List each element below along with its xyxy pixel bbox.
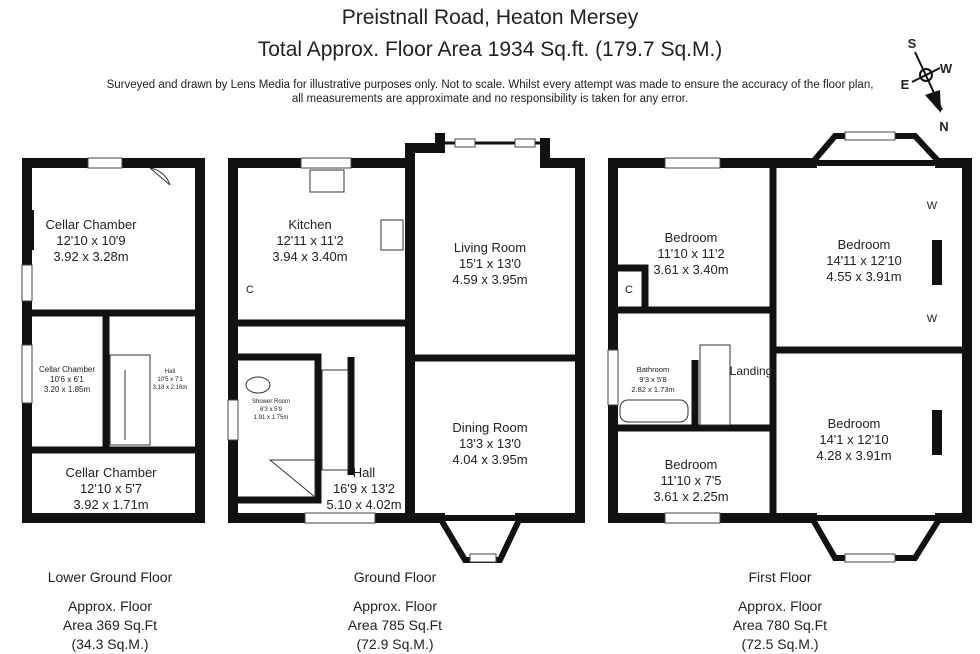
- floor-area-line: Area 369 Sq.Ft: [62, 617, 158, 633]
- room-size-imperial: 12'10 x 10'9: [56, 233, 125, 248]
- hob: [380, 219, 404, 251]
- floor-area-line: (72.9 Sq.M.): [356, 636, 434, 652]
- room-size-imperial: 14'11 x 12'10: [826, 253, 902, 268]
- room-size-metric: 5.10 x 4.02m: [326, 497, 401, 512]
- floor-area-line: Area 785 Sq.Ft: [347, 617, 443, 633]
- room-size-metric: 3.92 x 1.71m: [73, 497, 148, 512]
- room-size-metric: 1.91 x 1.75m: [254, 415, 289, 421]
- room-size-imperial: 11'10 x 11'2: [657, 246, 724, 261]
- room-size-imperial: 10'5 x 7'1: [157, 377, 183, 383]
- floor-area-line: Approx. Floor: [737, 598, 823, 614]
- room-size-metric: 4.28 x 3.91m: [816, 448, 891, 463]
- bath: [619, 399, 689, 423]
- room-size-metric: 2.82 x 1.73m: [631, 385, 674, 394]
- window: [21, 264, 33, 302]
- room-name: Bedroom: [665, 230, 718, 245]
- room-name: Bedroom: [838, 237, 891, 252]
- floor-area-line: Area 780 Sq.Ft: [732, 617, 828, 633]
- floor-label-ground: Ground Floor Approx. Floor Area 785 Sq.F…: [295, 568, 495, 654]
- room-size-imperial: 6'3 x 5'9: [260, 407, 283, 413]
- compass-west: W: [940, 61, 953, 76]
- compass-east: E: [901, 77, 910, 92]
- property-address: Preistnall Road, Heaton Mersey: [341, 6, 639, 29]
- room-size-imperial: 15'1 x 13'0: [459, 256, 521, 271]
- first-floor-plan: C W W Bedroom 11'10 x 11'2 3.61 x 3.40m …: [607, 131, 972, 563]
- room-name: Bathroom: [637, 365, 670, 374]
- compass-south: S: [908, 36, 917, 51]
- wardrobe-label: W: [927, 313, 938, 325]
- room-name: Cellar Chamber: [45, 217, 137, 232]
- bay-window: [806, 515, 946, 561]
- room-size-metric: 3.20 x 1.85m: [44, 385, 91, 394]
- floor-label-lower-ground: Lower Ground Floor Approx. Floor Area 36…: [10, 568, 210, 654]
- sink: [309, 169, 345, 193]
- room-size-metric: 3.92 x 3.28m: [53, 249, 128, 264]
- room-size-metric: 3.94 x 3.40m: [272, 249, 347, 264]
- room-size-imperial: 14'1 x 12'10: [819, 432, 888, 447]
- wardrobe-label: W: [927, 200, 938, 212]
- bay-window: [805, 133, 947, 166]
- room-size-imperial: 13'3 x 13'0: [459, 436, 521, 451]
- room-name: Bedroom: [665, 457, 718, 472]
- window: [87, 157, 123, 169]
- floor-name: First Floor: [748, 569, 812, 585]
- window: [21, 344, 33, 404]
- room-size-imperial: 9'3 x 5'8: [639, 375, 666, 384]
- room-name: Cellar Chamber: [39, 365, 95, 374]
- floor-name: Lower Ground Floor: [47, 569, 173, 585]
- bay-window: [434, 515, 525, 563]
- floor-name: Ground Floor: [353, 569, 437, 585]
- room-name: Bedroom: [828, 416, 881, 431]
- room-size-imperial: 12'10 x 5'7: [80, 481, 142, 496]
- room-name: Cellar Chamber: [65, 465, 157, 480]
- room-size-metric: 3.61 x 3.40m: [653, 262, 728, 277]
- room-size-imperial: 10'6 x 6'1: [50, 375, 84, 384]
- floor-area-line: Approx. Floor: [352, 598, 438, 614]
- cupboard-label: C: [246, 284, 254, 296]
- cupboard-label: C: [625, 284, 633, 296]
- room-size-metric: 3.61 x 2.25m: [653, 489, 728, 504]
- disclaimer-line-1: Surveyed and drawn by Lens Media for ill…: [106, 79, 874, 91]
- room-size-imperial: 12'11 x 11'2: [276, 233, 343, 248]
- room-name: Hall: [353, 465, 376, 480]
- compass-north: N: [939, 119, 948, 134]
- total-floor-area: Total Approx. Floor Area 1934 Sq.ft. (17…: [257, 38, 723, 61]
- room-name: Kitchen: [288, 217, 331, 232]
- room-size-metric: 3.18 x 2.16m: [153, 385, 188, 391]
- floor-area-line: Approx. Floor: [67, 598, 153, 614]
- floor-area-line: (72.5 Sq.M.): [741, 636, 819, 652]
- room-size-metric: 4.59 x 3.95m: [452, 272, 527, 287]
- room-name: Living Room: [454, 240, 526, 255]
- room-name: Landing: [730, 364, 773, 378]
- compass-icon: S W E N: [901, 36, 953, 134]
- room-size-metric: 4.04 x 3.95m: [452, 452, 527, 467]
- disclaimer: Surveyed and drawn by Lens Media for ill…: [0, 78, 980, 106]
- floor-area-line: (34.3 Sq.M.): [71, 636, 149, 652]
- room-name: Shower Room: [252, 399, 290, 405]
- lower-ground-floor-plan: Cellar Chamber 12'10 x 10'9 3.92 x 3.28m…: [21, 157, 205, 523]
- room-size-imperial: 11'10 x 7'5: [660, 473, 721, 488]
- room-size-imperial: 16'9 x 13'2: [333, 481, 395, 496]
- room-size-metric: 4.55 x 3.91m: [826, 269, 901, 284]
- room-name: Dining Room: [452, 420, 527, 435]
- room-name: Hall: [165, 369, 175, 375]
- disclaimer-line-2: all measurements are approximate and no …: [291, 93, 689, 105]
- ground-floor-plan: C Kitchen 12'11 x 11'2 3.94 x 3.40m Livi…: [227, 133, 585, 563]
- floor-label-first: First Floor Approx. Floor Area 780 Sq.Ft…: [680, 568, 880, 654]
